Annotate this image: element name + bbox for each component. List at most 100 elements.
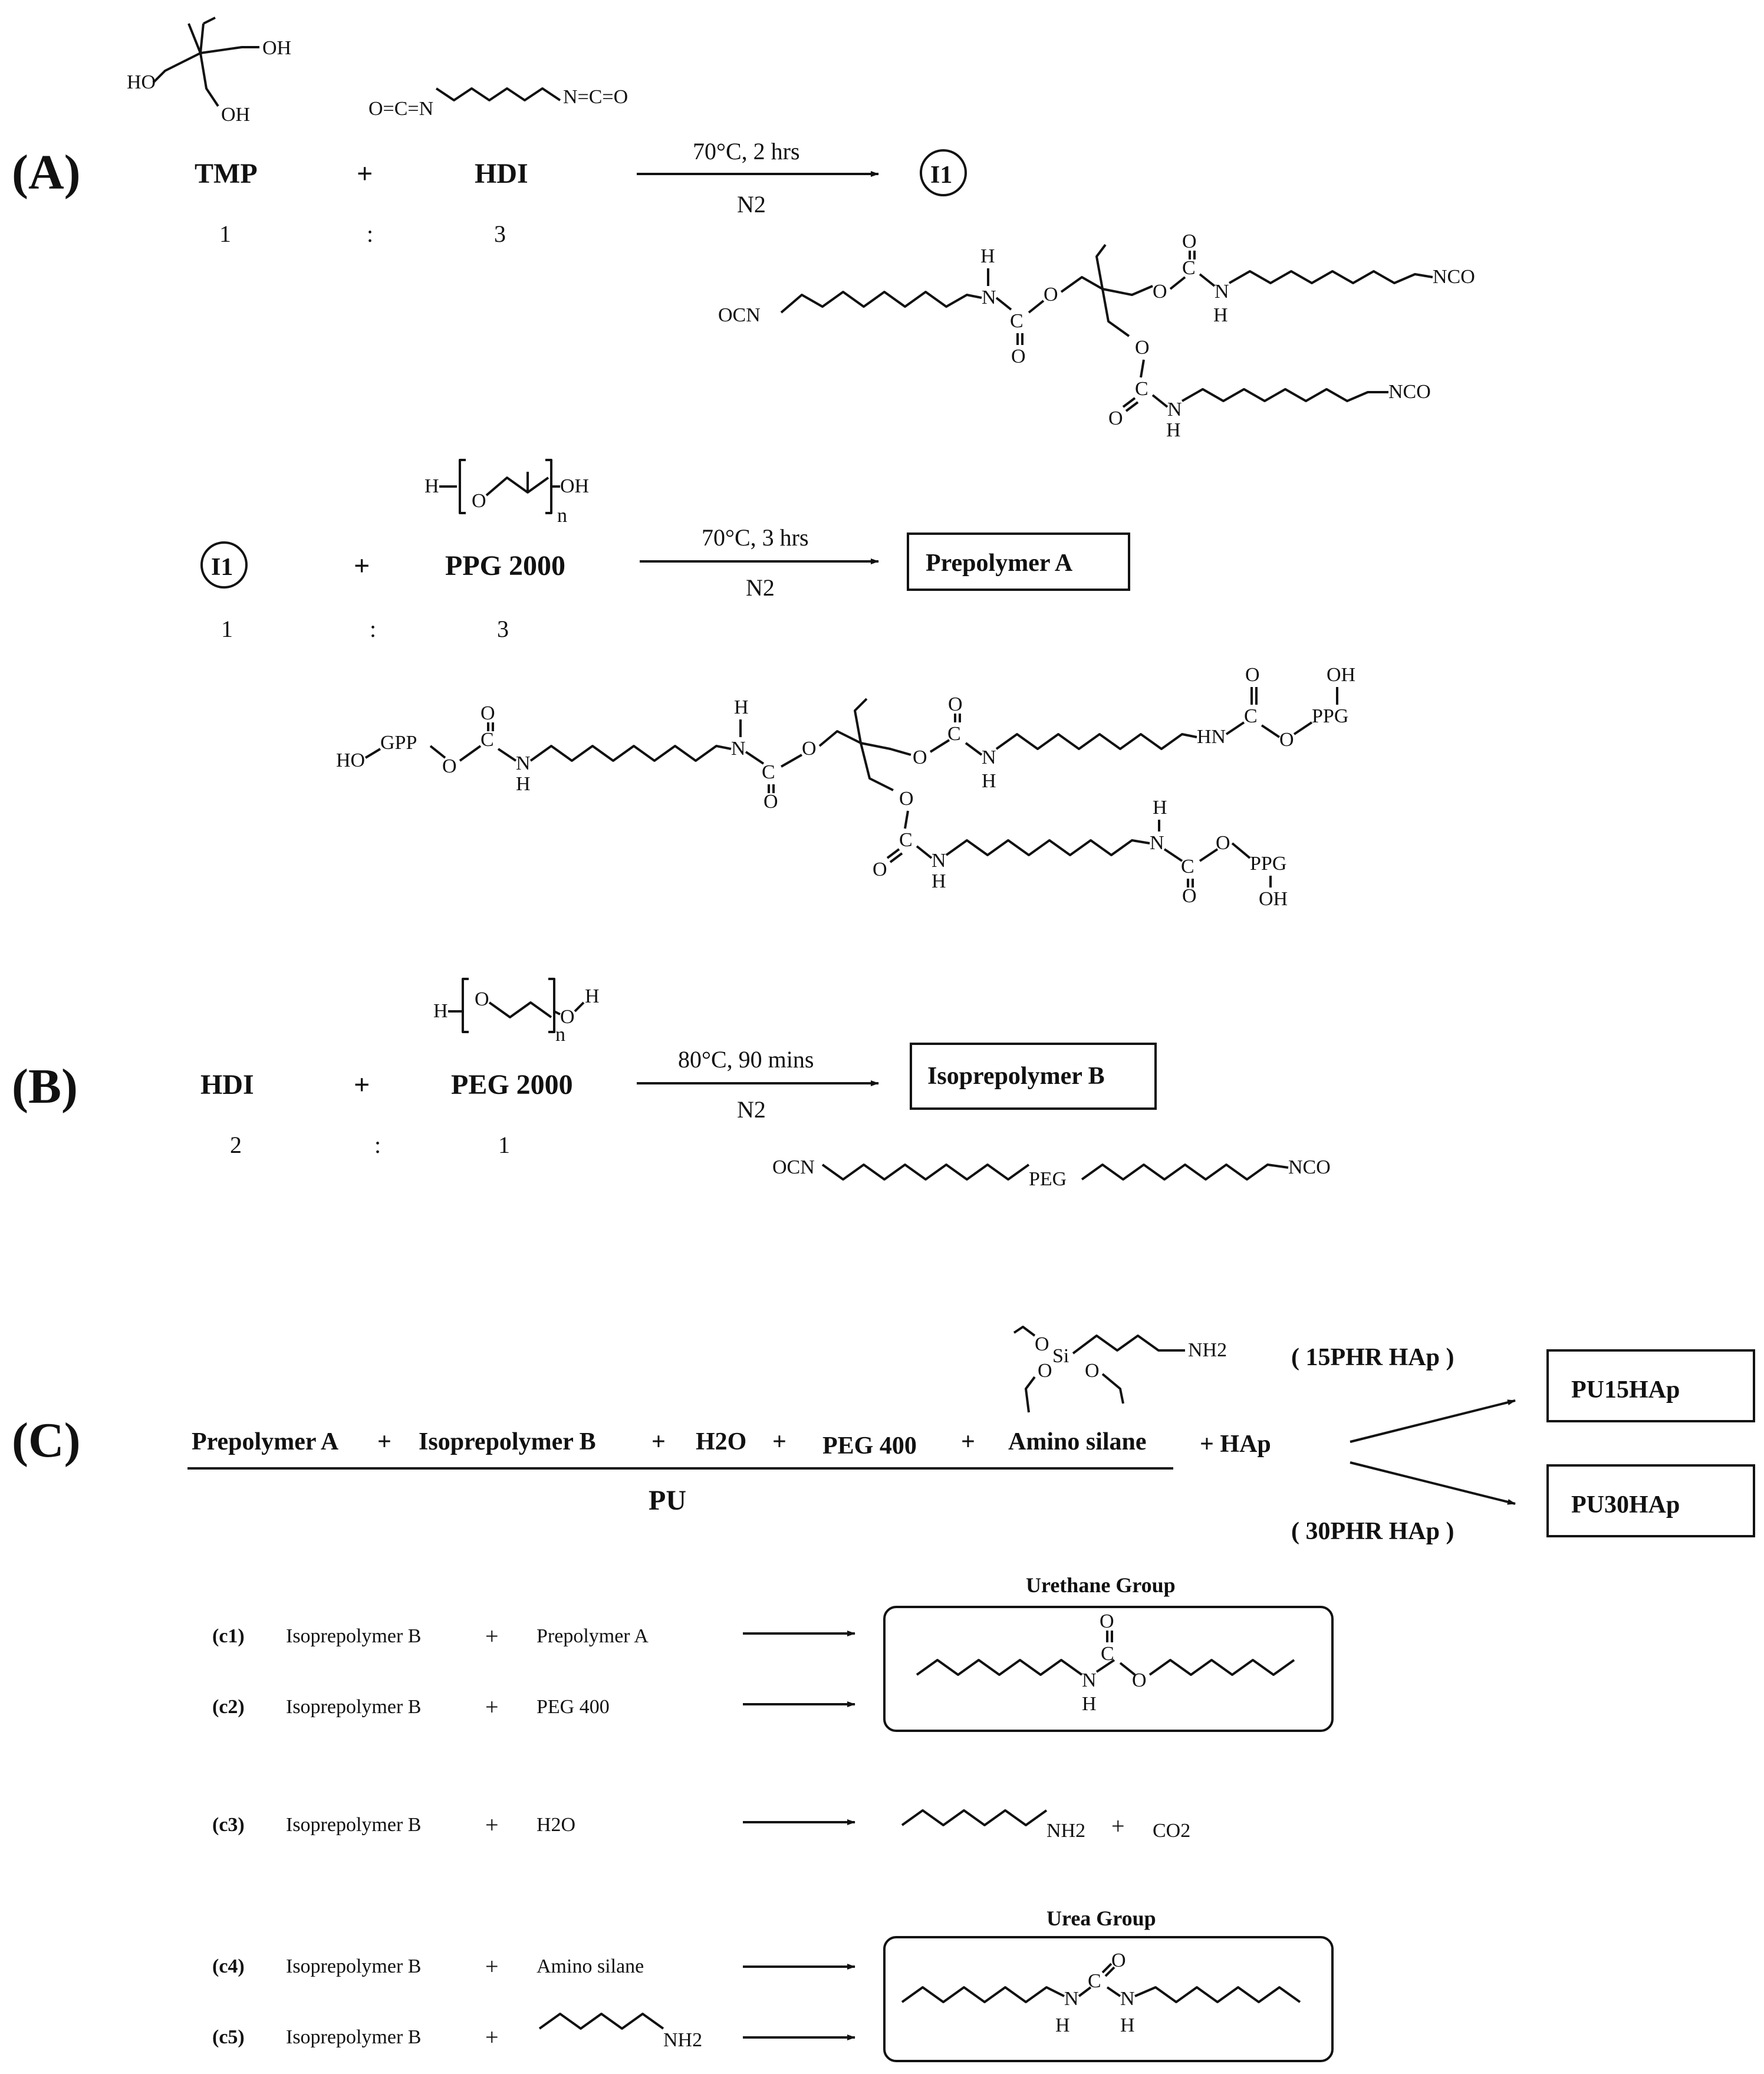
ppg-structure: H O n OH [424,459,589,527]
pa-c5: C [899,829,913,851]
ratio-a2-sep: : [370,616,376,642]
i1-o2: O [1044,284,1058,305]
urea-structure: N H C O N H [901,1950,1301,2036]
peg-o1: O [475,988,489,1010]
i1-nco2: NCO [1388,381,1431,403]
urea-box [883,1936,1334,2062]
silane-o3: O [1085,1360,1100,1382]
prepolymer-a-structure: HO GPP O C O N H N H C O O O C O N H [336,664,1355,910]
urea-n1: N [1064,1988,1079,2010]
ppg-n: n [557,505,567,527]
ppg-label: PPG 2000 [445,550,565,581]
peg-h2: H [585,985,600,1007]
urea-c: C [1088,1970,1101,1992]
pa-h2: H [734,696,749,718]
pa-n3: N [982,747,996,768]
hdi-label-b: HDI [200,1069,254,1100]
tmp-oh-right: OH [262,37,291,59]
silane-o1: O [1035,1333,1049,1355]
pa-o7: O [1245,664,1260,686]
pu30hap-box [1546,1464,1755,1537]
reaction-c3-r2: H2O [537,1814,575,1836]
ppg-h: H [424,475,439,497]
urea-title: Urea Group [1046,1907,1156,1930]
isoprepolymer-b-structure: OCN PEG NCO [772,1156,1331,1190]
i1-o4: O [1182,231,1197,252]
pa-ppg1: PPG [1312,705,1348,727]
reaction-c1-id: (c1) [212,1625,245,1647]
ipb-peg: PEG [1029,1168,1067,1190]
reaction-c1: (c1) Isoprepolymer B + Prepolymer A [212,1623,855,1649]
urethane-c: C [1101,1643,1114,1665]
prepolymer-a-label: Prepolymer A [926,550,1073,577]
pa-o2: O [481,702,495,724]
urethane-title: Urethane Group [1026,1573,1176,1597]
ratio-b-right: 1 [498,1132,510,1158]
reaction-c1-r2: Prepolymer A [537,1625,649,1647]
panel-label-b: (B) [12,1059,78,1114]
c-comp-amino-silane: Amino silane [1008,1428,1147,1455]
isoprepolymer-b-label: Isoprepolymer B [927,1063,1105,1090]
pa-h4: H [932,870,946,892]
i1-c1: C [1010,310,1023,332]
ratio-a2-right: 3 [497,616,509,642]
reaction-c4-r1: Isoprepolymer B [286,1955,421,1977]
condition-a2-bottom: N2 [746,574,775,601]
reaction-c5-r2: NH2 [663,2029,702,2051]
i1-n3: N [1167,399,1182,420]
ratio-b-sep: : [374,1132,381,1158]
i1-nco1: NCO [1433,266,1475,288]
urethane-n: N [1082,1669,1097,1691]
urea-n2: N [1120,1988,1135,2010]
hdi-label: HDI [475,158,528,189]
pu15hap-box [1546,1349,1755,1422]
ipb-ocn: OCN [772,1156,815,1178]
peg-n: n [555,1024,565,1046]
reaction-c2-plus: + [485,1694,499,1720]
c-comp-prepolymer-a: Prepolymer A [192,1428,339,1455]
pa-ho: HO [336,750,365,771]
pa-o4: O [802,738,817,760]
panel-label-c: (C) [12,1413,81,1468]
reaction-c1-r1: Isoprepolymer B [286,1625,421,1647]
pa-oh2: OH [1259,888,1288,910]
c3-nh2: NH2 [1046,1820,1085,1842]
pa-o1: O [442,755,457,777]
pa-o12: O [1216,832,1230,854]
hdi-ocn-left: O=C=N [368,98,433,120]
reaction-c2: (c2) Isoprepolymer B + PEG 400 [212,1694,855,1720]
pa-ppg2: PPG [1250,853,1286,875]
i1-label-2: I1 [211,554,233,581]
branch-top-label: ( 15PHR HAp ) [1291,1344,1454,1371]
urethane-h: H [1082,1693,1097,1715]
pu30hap-label: PU30HAp [1571,1491,1680,1518]
c-comp-h2o: H2O [696,1428,746,1455]
panel-label-a: (A) [12,145,81,200]
pu-label: PU [649,1485,686,1516]
reaction-c5-r1: Isoprepolymer B [286,2026,421,2048]
pa-o3: O [763,791,778,813]
hdi-nco-right: N=C=O [563,86,628,108]
plus-a1: + [357,158,373,189]
pa-o6: O [948,693,963,715]
reaction-c3-plus: + [485,1812,499,1838]
pa-o5: O [913,747,927,768]
reaction-c4: (c4) Isoprepolymer B + Amino silane [212,1953,855,1980]
reaction-c4-plus: + [485,1953,499,1980]
pa-n1: N [516,752,531,774]
branch-bottom-label: ( 30PHR HAp ) [1291,1518,1454,1545]
silane-nh2: NH2 [1188,1339,1227,1361]
urea-o: O [1111,1950,1126,1971]
peg-h1: H [433,1000,448,1022]
reaction-c2-id: (c2) [212,1696,245,1718]
isoprepolymer-b-box [910,1043,1157,1110]
c-comp-plus-4: + [961,1428,975,1455]
c-plus-hap: + HAp [1200,1431,1271,1458]
i1-circle-2 [200,541,248,589]
i1-o6: O [1108,407,1123,429]
pa-o10: O [873,859,887,880]
ipb-nco: NCO [1288,1156,1331,1178]
i1-ocn: OCN [718,304,761,326]
reaction-c3: (c3) Isoprepolymer B + H2O NH2 + CO2 [212,1809,1190,1842]
